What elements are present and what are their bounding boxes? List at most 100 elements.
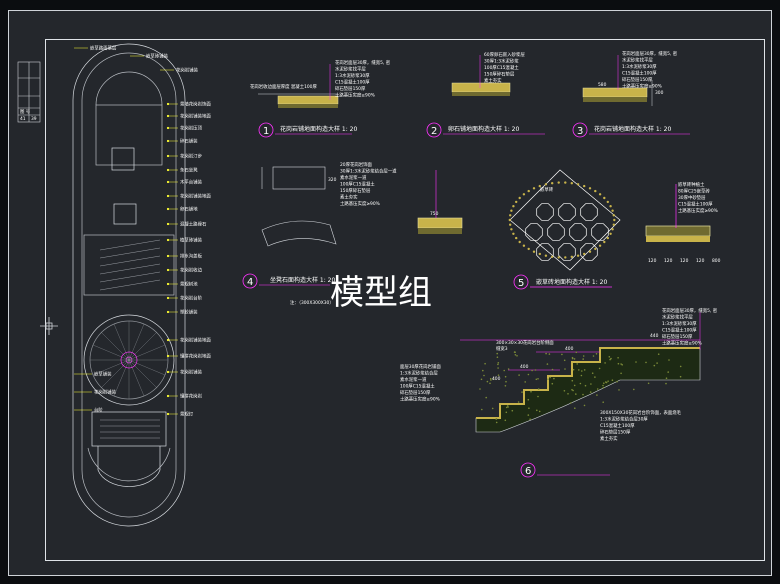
detail-3-notes: 花岗岩面层30厚，缝宽5, 密水泥砂浆找平层1:3水泥砂浆30厚C15混凝土10… [622,50,678,90]
detail-note: 素水泥浆一道 [400,376,427,383]
detail-note: C15混凝土100厚 [622,70,657,77]
detail-note: 100厚C15混凝土 [340,181,375,188]
plan-leaders-right: 景墙花岗岩饰面花岗岩铺装地面花岗岩压顶碎石铺装花岗岩汀步条石坐凳木平台铺装花岗岩… [166,101,211,418]
detail-6-top-note2: 缝宽3 [496,345,508,352]
detail-5-dim-2: 120 [664,258,673,264]
detail-note: 30厚1:3水泥砂浆结合层一道 [340,168,397,175]
plan-leader-right: 花岗岩铺装 [180,369,203,376]
detail-note: C15混凝土100厚 [678,201,713,208]
detail-note: 面层30厚花岗岩铺面 [400,363,441,370]
stair-hatch [99,239,161,439]
detail-note: 碎石垫层150厚 [335,85,366,92]
detail-2 [426,55,545,138]
detail-6 [460,312,701,478]
plan-leader-right: 景观树池 [180,281,198,288]
detail-3-dim-b: 580 [598,82,607,88]
drawing-border [45,39,765,561]
watermark: 模型组 [330,273,432,313]
detail-5-dim-1: 120 [648,258,657,264]
plan-leader-right: 花岗岩汀步 [180,153,203,160]
plan-leader-right: 花岗岩收边 [180,267,203,274]
detail-1-title: 花岗岩铺地面构造大样 1: 20 [280,125,357,133]
title-block-cell-c: 39 [31,116,37,122]
plan-leader-right: 排水沟盖板 [180,253,203,260]
detail-note: 30厚1:3水泥砂浆 [484,58,519,65]
detail-note: 1:3水泥砂浆30厚 [662,320,697,327]
detail-note: 素土夯实 [484,77,502,84]
plan-leader-right: 碎石铺装 [180,138,198,145]
plan-leader-right: 植草砖铺装 [180,237,203,244]
plan-leader-right: 景墙花岗岩饰面 [180,101,211,108]
detail-1-number: 1 [263,126,269,137]
plan-leader-left: 台阶 [94,407,103,414]
detail-note: 土路基压实度≥90% [340,200,380,207]
plan-leader-left: 嵌草铺装 [94,371,112,378]
detail-note: 1:3水泥砂浆结合层 [400,370,438,377]
detail-note: 土路基压实度≥90% [400,396,440,403]
detail-6-dim-4: 400 [492,376,501,382]
detail-note: 素土夯实 [340,194,358,201]
detail-2-notes: 60厚卵石嵌入砂浆层30厚1:3水泥砂浆100厚C15混凝土150厚碎石垫层素土… [484,51,525,84]
detail-5 [509,169,711,290]
detail-5-dim-3: 120 [680,258,689,264]
plan-leader-right: 混凝土路缘石 [180,221,207,228]
plan-leader-top: 花岗岩铺装 [176,67,199,74]
detail-6-dim-1: 440 [650,333,659,339]
detail-note: 碎石垫层150厚 [662,333,693,340]
detail-note: 土路基压实度≥90% [678,207,718,214]
detail-3 [572,55,690,138]
detail-note: C15混凝土100厚 [600,422,635,429]
detail-note: C15混凝土100厚 [662,327,697,334]
plan-leader-top: 嵌草砖铺装 [146,53,169,60]
detail-note: 80厚C25嵌草砖 [678,188,710,195]
detail-5-dim-4: 120 [696,258,705,264]
detail-4-title: 坐凳石面构造大样 1: 20 [270,276,335,284]
crosshair-cursor-icon [40,317,58,335]
detail-note: 素土夯实 [600,435,618,442]
detail-note: 150厚碎石垫层 [484,71,515,78]
title-block-cell-a: 图 号 [20,109,31,115]
detail-note: 1:3水泥砂浆30厚 [622,63,657,70]
detail-note: 1:3水泥砂浆结合层30厚 [600,416,648,423]
detail-4-notes: 20厚花岗岩饰面30厚1:3水泥砂浆结合层一道素水泥浆一道100厚C15混凝土1… [340,161,397,207]
detail-3-number: 3 [577,126,583,137]
plan-leader-right: 景观灯 [180,411,194,418]
detail-note: 1:3水泥砂浆30厚 [335,72,370,79]
plan-leader-right: 卵石铺地 [180,206,198,213]
detail-5-title: 嵌草砖地面构造大样 1: 20 [536,278,607,286]
detail-note: 20厚花岗岩饰面 [340,161,373,168]
detail-note: 素水泥浆一道 [340,174,367,181]
detail-note: 嵌草砖种植土 [678,181,705,188]
detail-6-number: 6 [525,466,531,477]
plan-leader-right: 木平台铺装 [180,179,203,186]
detail-note: 300X150X30花岗岩台阶饰面，表面烧毛 [600,409,682,416]
plan-leader-right: 花岗岩铺装地面 [180,113,211,120]
detail-2-number: 2 [431,126,437,137]
detail-note: 花岗岩面层30厚，缝宽5, 密 [662,307,718,314]
detail-note: 碎石垫层150厚 [600,429,631,436]
detail-note: 碎石垫层150厚 [622,76,653,83]
plan-leader-left: 花岗岩铺装 [94,389,117,396]
detail-6-top-note: 300×30×30花岗岩台阶侧面 [496,339,554,346]
detail-note: 花岗岩面层30厚，缝宽5, 密 [622,50,678,57]
detail-5-label: 嵌草砖 [540,186,554,193]
detail-2-title: 卵石铺地面构造大样 1: 20 [448,125,519,133]
detail-6-notes: 花岗岩面层30厚，缝宽5, 密水泥砂浆找平层1:3水泥砂浆30厚C15混凝土10… [400,307,718,442]
detail-note: 土路基压实度≥90% [622,83,662,90]
detail-4-number: 4 [247,277,253,288]
plan-leader-right: 条石坐凳 [180,167,198,174]
detail-5-number: 5 [518,278,524,289]
plan-leader-right: 花岗岩铺装地面 [180,193,211,200]
detail-note: 花岗岩面层30厚，缝宽5, 密 [335,59,391,66]
detail-note: 150厚碎石垫层 [340,187,371,194]
plan-leader-right: 塑胶铺装 [180,309,198,316]
detail-note: 100厚C15混凝土 [484,64,519,71]
detail-1 [258,64,352,138]
detail-note: 30厚中砂垫层 [678,194,706,201]
detail-5-dim-5: 800 [712,258,721,264]
drawing-frame [8,10,772,576]
detail-note: 水泥砂浆找平层 [335,66,366,73]
